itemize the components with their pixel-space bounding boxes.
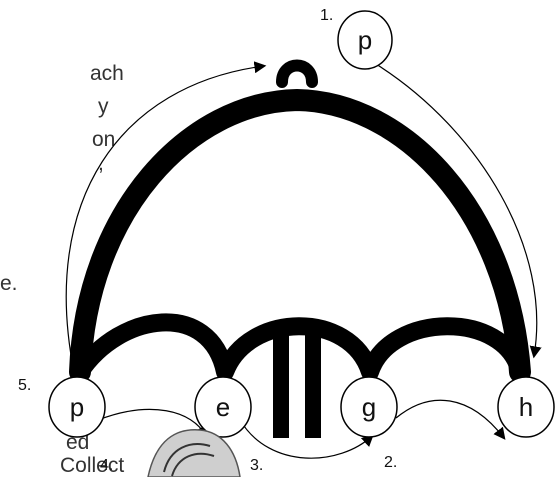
step-number: 3. (250, 457, 263, 474)
step-number: 2. (384, 454, 397, 471)
node-label: p (358, 25, 372, 55)
node-label: p (70, 392, 84, 422)
node-top-p: p (338, 11, 392, 69)
step-number: 1. (320, 7, 333, 24)
fragment-text: e. (0, 272, 18, 295)
arrow-g-to-h (396, 400, 504, 438)
node-label: g (362, 392, 376, 422)
step-number: 4. (100, 457, 113, 474)
node-e: e (195, 377, 251, 437)
umbrella-scallops (80, 322, 520, 372)
node-label: e (216, 392, 230, 422)
node-left-p: p (49, 377, 105, 437)
fragment-text: Collect (60, 454, 124, 477)
step-number: 5. (18, 377, 31, 394)
fragment-text: y (98, 95, 109, 118)
cycle-arrows (66, 64, 537, 458)
node-label: h (519, 392, 533, 422)
umbrella-top-loop (282, 66, 312, 83)
fragment-text: ach (90, 62, 124, 85)
node-g: g (341, 377, 397, 437)
umbrella-shape (80, 66, 520, 439)
node-h: h (498, 377, 554, 437)
